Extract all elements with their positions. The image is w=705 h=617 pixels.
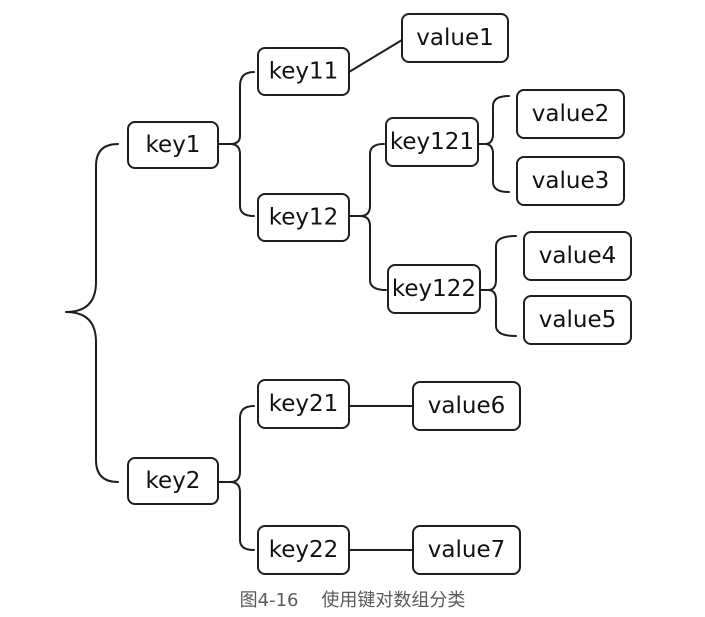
key11-value1-line [348, 39, 403, 73]
node-label-key11: key11 [269, 59, 339, 85]
node-label-key22: key22 [269, 537, 339, 563]
node-label-key121: key121 [390, 129, 474, 155]
node-key22: key22 [257, 525, 350, 575]
root-brace [65, 143, 119, 483]
node-key2: key2 [127, 457, 219, 505]
node-key11: key11 [257, 47, 350, 96]
key122-brace [479, 235, 517, 337]
key121-brace [477, 95, 510, 193]
node-value1: value1 [401, 13, 509, 63]
node-label-value7: value7 [428, 537, 505, 563]
key12-brace [348, 143, 387, 291]
node-value6: value6 [412, 381, 521, 431]
node-value2: value2 [516, 89, 625, 139]
node-label-value4: value4 [539, 243, 616, 269]
node-value7: value7 [412, 525, 521, 575]
node-key122: key122 [387, 264, 481, 314]
node-value4: value4 [523, 231, 632, 281]
node-label-value6: value6 [428, 393, 505, 419]
figure-caption: 图4-16 使用键对数组分类 [239, 590, 466, 611]
key1-brace [217, 71, 255, 217]
node-key1: key1 [127, 121, 219, 169]
node-label-key21: key21 [269, 391, 339, 417]
node-label-value2: value2 [532, 101, 609, 127]
node-label-key122: key122 [392, 276, 476, 302]
node-label-key2: key2 [146, 468, 201, 494]
node-label-key1: key1 [146, 132, 201, 158]
node-key121: key121 [385, 117, 479, 167]
node-key21: key21 [257, 379, 350, 429]
node-value5: value5 [523, 295, 632, 345]
key2-brace [217, 405, 255, 551]
node-label-value5: value5 [539, 307, 616, 333]
node-label-key12: key12 [269, 205, 339, 231]
connectors [65, 39, 517, 551]
node-label-value3: value3 [532, 168, 609, 194]
node-label-value1: value1 [416, 25, 493, 51]
node-key12: key12 [257, 193, 350, 242]
node-value3: value3 [516, 156, 625, 206]
